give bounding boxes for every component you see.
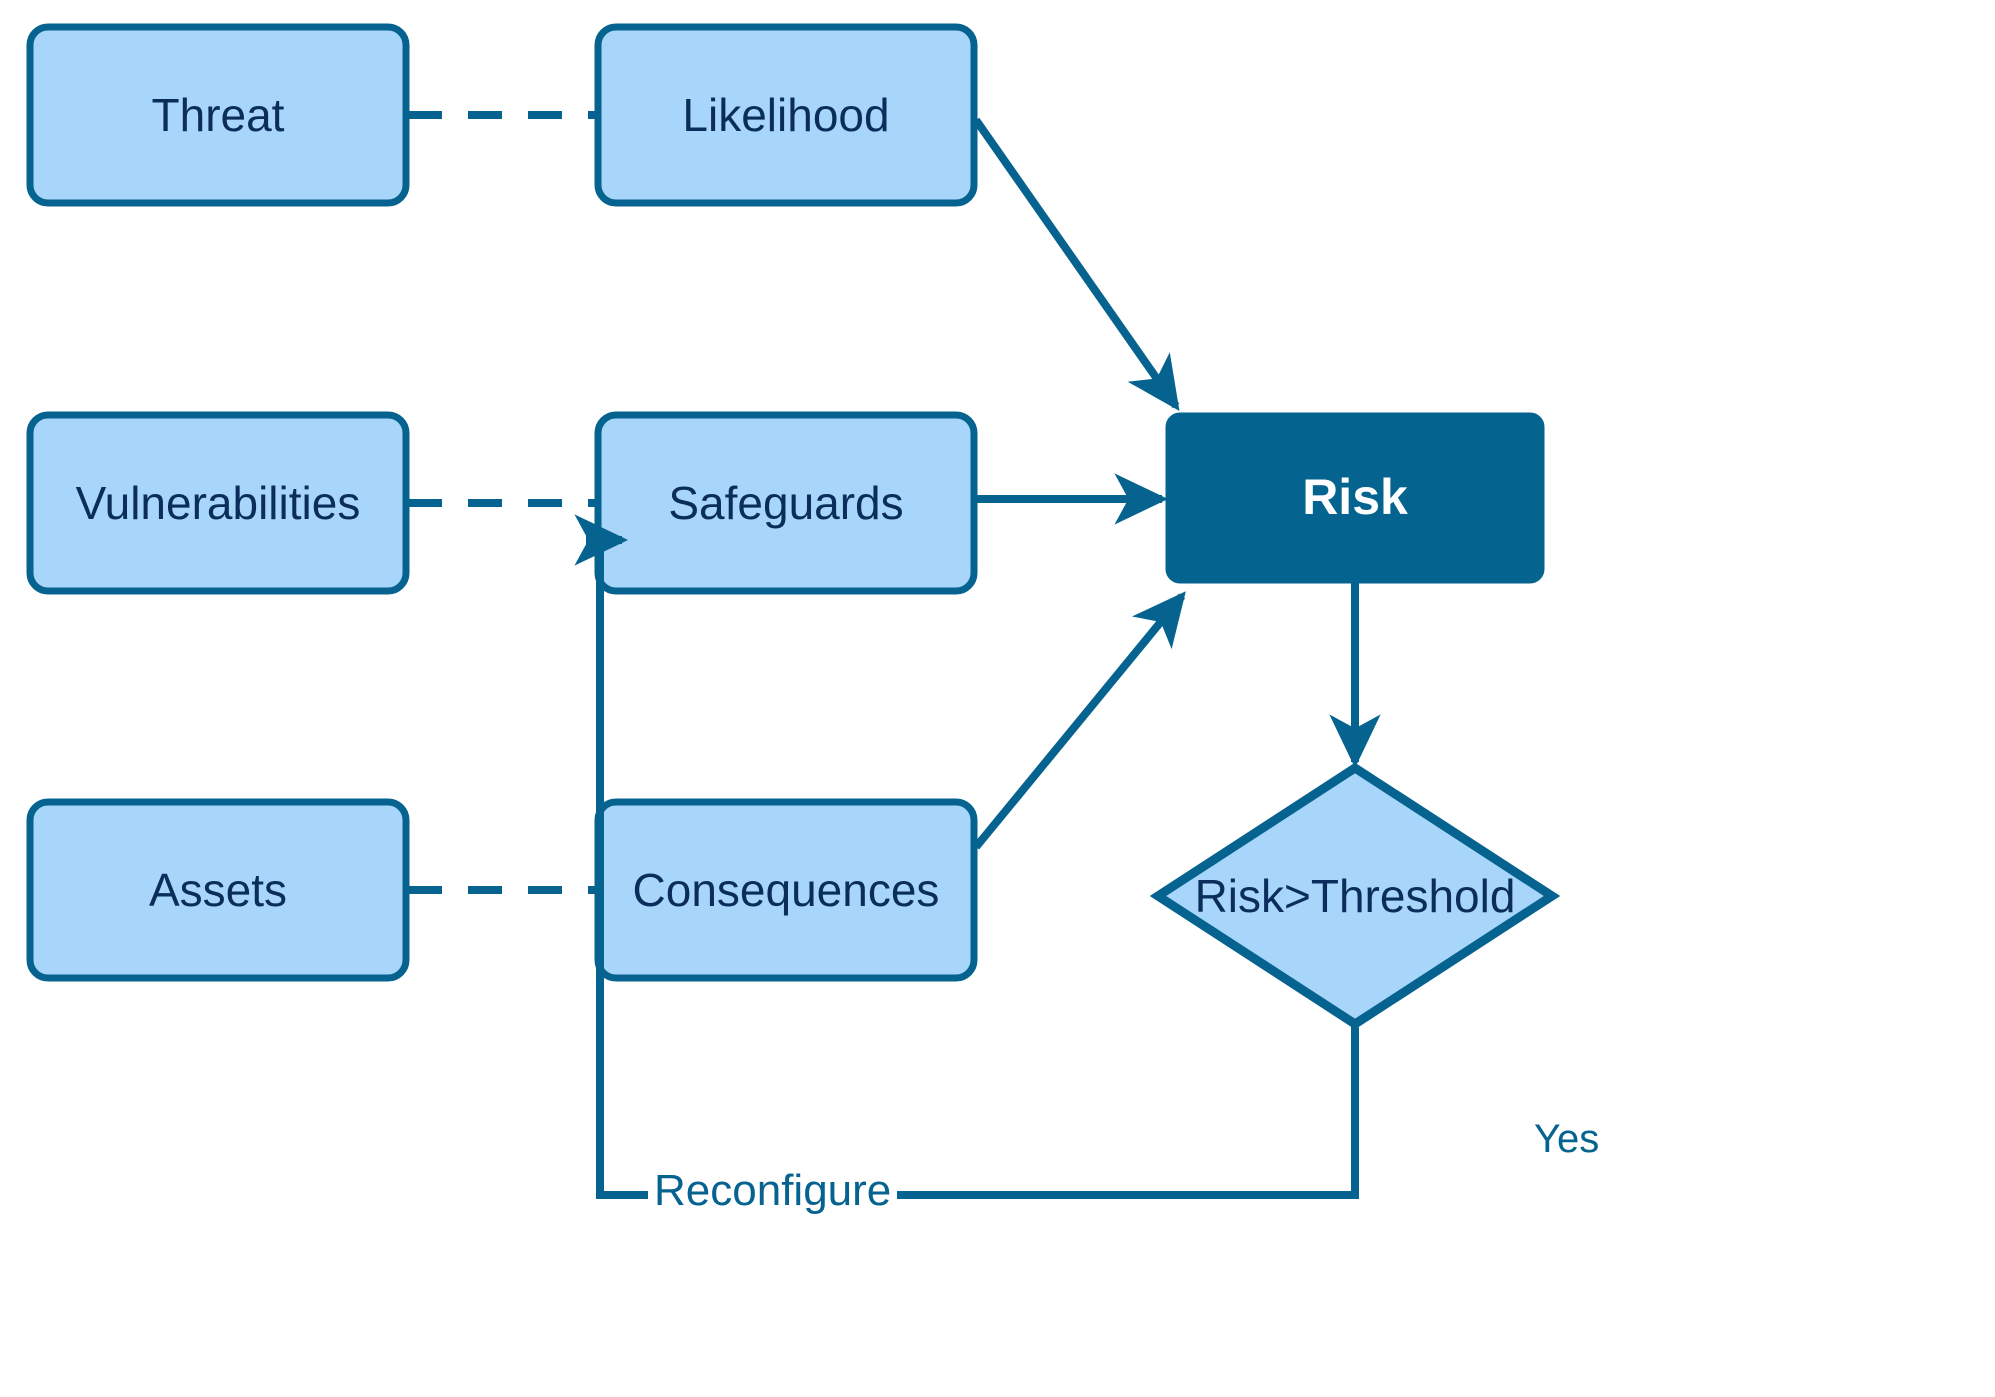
node-likelihood-shape[interactable]: [594, 23, 978, 207]
edge-likelihood-risk: [972, 117, 1180, 411]
node-vulnerabilities-shape[interactable]: [26, 411, 410, 595]
node-consequences-shape[interactable]: [594, 798, 978, 982]
edge-consequences-risk: [972, 591, 1186, 850]
node-safeguards-shape[interactable]: [594, 411, 978, 595]
edge-label-yes: Yes: [1528, 1118, 1606, 1160]
edge-label-reconfigure: Reconfigure: [648, 1167, 898, 1215]
node-risk-threshold-shape[interactable]: [1149, 762, 1561, 1030]
node-risk-shape[interactable]: [1165, 412, 1545, 584]
node-assets-shape[interactable]: [26, 798, 410, 982]
node-threat-shape[interactable]: [26, 23, 410, 207]
